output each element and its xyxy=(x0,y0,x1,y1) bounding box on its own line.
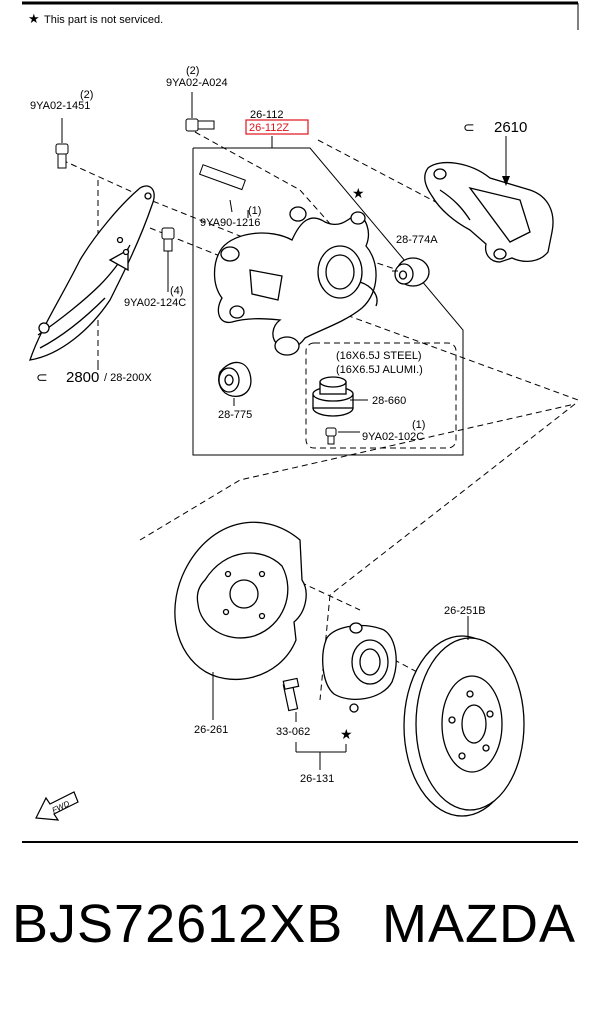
label-wheel-steel: (16X6.5J STEEL) xyxy=(336,350,422,362)
leader-lines xyxy=(167,210,398,770)
label-bolt-124c-qty: (4) xyxy=(170,285,183,297)
hub-shape xyxy=(322,622,397,713)
label-bolt-102c-qty: (1) xyxy=(412,419,425,431)
brake-disc-shape xyxy=(403,635,525,817)
label-stud: 9YA90-1216 xyxy=(200,217,260,229)
label-arm: 2800 xyxy=(66,369,99,386)
label-stud-qty: (1) xyxy=(248,205,261,217)
bolt-124c-shape xyxy=(161,227,175,284)
part-caption: BJS72612XB MAZDA xyxy=(12,893,592,973)
stud-1216-shape xyxy=(198,164,246,213)
label-wheel-alumi: (16X6.5J ALUMI.) xyxy=(336,364,423,376)
label-bolt-a024: 9YA02-A024 xyxy=(166,77,228,89)
label-hub: 26-131 xyxy=(300,773,334,785)
caliper-shape xyxy=(424,161,554,263)
bolt-102c-shape xyxy=(325,427,337,445)
label-bolt-124c: 9YA02-124C xyxy=(124,297,186,309)
brand-name: MAZDA xyxy=(382,894,576,954)
hub-star-icon: ★ xyxy=(340,726,353,742)
label-bushing-775: 28-775 xyxy=(218,409,252,421)
arm-callout-icon: ⊂ xyxy=(36,369,48,385)
bushing-774-shape xyxy=(394,257,430,287)
knuckle-shape xyxy=(213,206,378,356)
caliper-arrowhead xyxy=(502,176,510,186)
label-bolt-1451-qty: (2) xyxy=(80,89,93,101)
label-caliper: 2610 xyxy=(494,119,527,136)
label-bushing-774: 28-774A xyxy=(396,234,438,246)
knuckle-selection-box xyxy=(245,119,309,135)
forward-arrow-icon: FWD xyxy=(35,791,79,821)
bushing-775-shape xyxy=(218,361,252,397)
label-disc: 26-251B xyxy=(444,605,486,617)
label-bolt-102c: 9YA02-102C xyxy=(362,431,424,443)
note-star-icon: ★ xyxy=(28,11,40,26)
knuckle-star-icon: ★ xyxy=(352,185,365,201)
note-text: This part is not serviced. xyxy=(44,14,163,26)
svg-text:FWD: FWD xyxy=(51,799,72,815)
label-shield: 26-261 xyxy=(194,724,228,736)
label-arm-ref: / 28-200X xyxy=(104,372,152,384)
part-number: BJS72612XB xyxy=(12,894,344,954)
hub-bolt-shape xyxy=(282,677,300,712)
knuckle-group-box xyxy=(192,147,464,456)
wheel-option-box xyxy=(305,342,457,449)
label-knuckle-ref: 26-112 xyxy=(250,109,283,121)
bolt-a024-shape xyxy=(185,92,215,132)
bolt-1451-shape xyxy=(55,118,69,169)
trailing-arm-shape xyxy=(29,185,155,361)
label-hub-bolt: 33-062 xyxy=(276,726,310,738)
label-bolt-a024-qty: (2) xyxy=(186,65,199,77)
dust-shield-shape xyxy=(174,521,307,681)
mount-660-shape xyxy=(312,376,354,417)
caliper-callout-icon: ⊂ xyxy=(463,119,475,135)
label-knuckle-selected: 26-112Z xyxy=(249,122,289,134)
label-bolt-1451: 9YA02-1451 xyxy=(30,100,90,112)
label-mount-660: 28-660 xyxy=(372,395,406,407)
